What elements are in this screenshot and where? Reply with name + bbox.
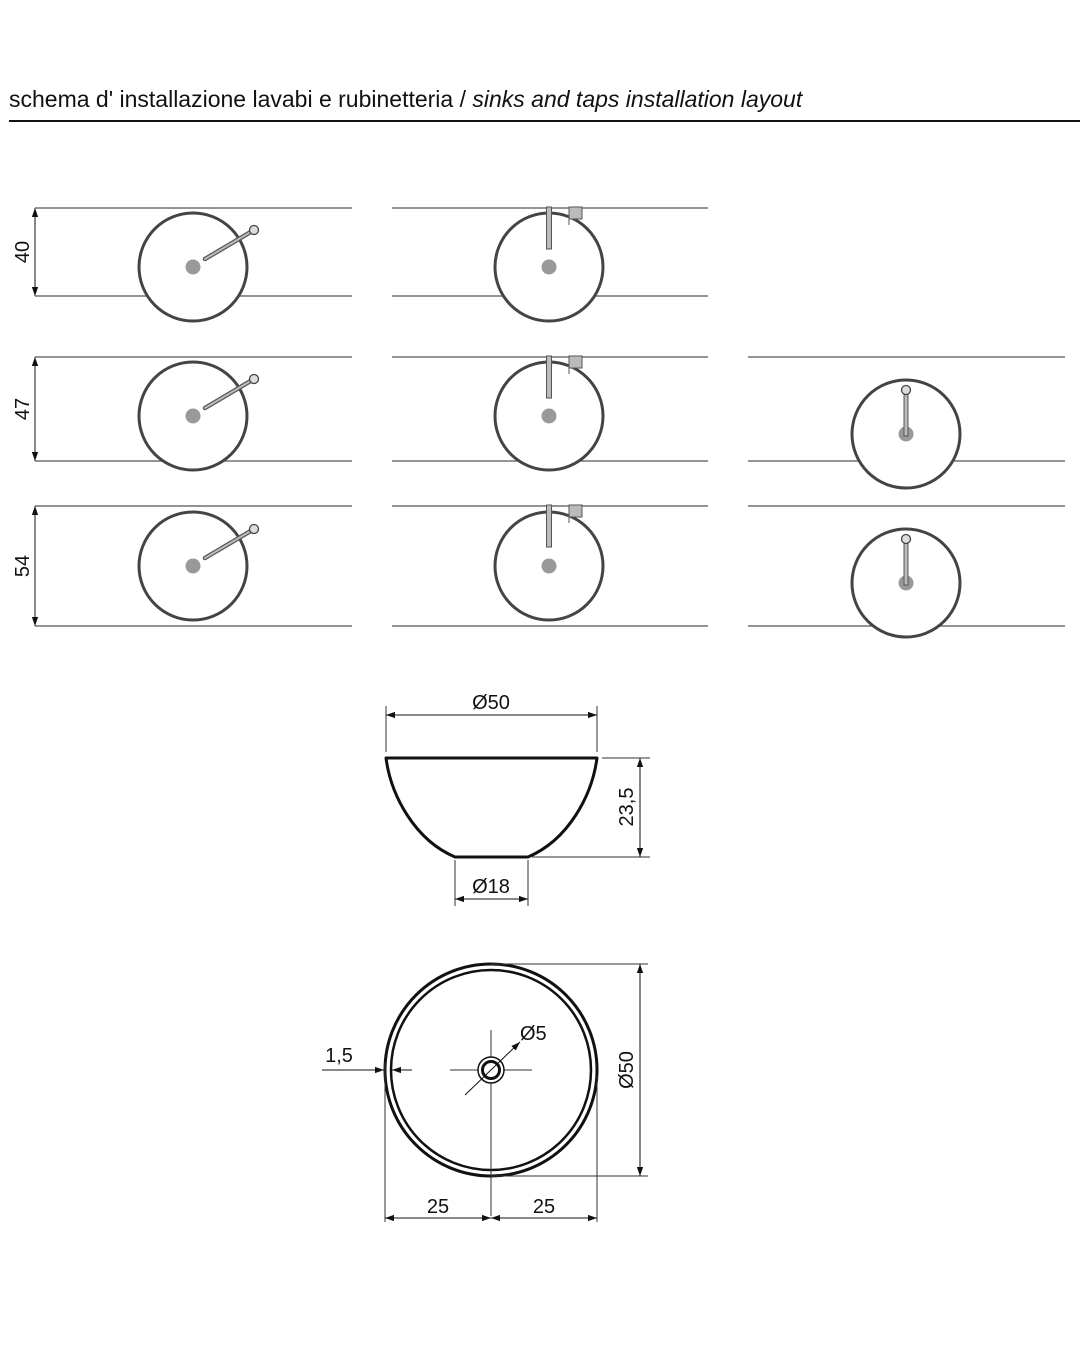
layout-cell-wall-tap (392, 206, 708, 323)
drain-dot (185, 558, 201, 574)
tap-body (248, 373, 260, 385)
sink-plan-view: Ø5 1,5 Ø50 25 25 (322, 962, 648, 1222)
row-height-label: 40 (12, 241, 34, 263)
drain-dot (185, 259, 201, 275)
sink-inner-edge (854, 382, 958, 486)
wall-mixer (568, 355, 583, 369)
half-width-right-label: 25 (533, 1196, 555, 1218)
drain-diameter-label: Ø5 (520, 1023, 547, 1045)
half-width-left-label: 25 (427, 1196, 449, 1218)
title-rule (9, 120, 1080, 122)
sink-inner-edge (854, 531, 958, 635)
title-italian: schema d' installazione lavabi e rubinet… (9, 86, 454, 112)
layout-cell-deck-tap (35, 356, 352, 472)
tap-spout (204, 229, 255, 260)
rear-spout (903, 538, 909, 586)
layout-cell-rear-tap (748, 356, 1065, 490)
row-height-label: 54 (12, 555, 34, 577)
tap-spout (204, 378, 255, 409)
sink-inner-edge (141, 215, 245, 319)
header: schema d' installazione lavabi e rubinet… (0, 0, 1080, 130)
rim-thickness-label: 1,5 (325, 1045, 353, 1067)
layout-cell-wall-tap (392, 504, 708, 627)
wall-spout (546, 206, 552, 250)
wall-spout (546, 355, 552, 399)
layout-cell-deck-tap (35, 207, 352, 323)
title-english: sinks and taps installation layout (472, 86, 803, 112)
drain-diameter-leader (464, 1041, 521, 1096)
sink-inner-edge (141, 514, 245, 618)
base-diameter-label: Ø18 (472, 876, 510, 898)
layout-row: 54 (12, 504, 1065, 639)
title-separator: / (453, 86, 473, 112)
tap-spout (204, 528, 255, 559)
top-diameter-label: Ø50 (472, 692, 510, 714)
wall-mixer (568, 206, 583, 220)
layout-cell-deck-tap (35, 505, 352, 627)
drain-dot (541, 408, 557, 424)
wall-spout (546, 504, 552, 548)
tap-body (248, 523, 260, 535)
drain-dot (185, 408, 201, 424)
installation-layout-grid: 40 47 54 (12, 206, 1065, 639)
layout-row: 47 (12, 355, 1065, 490)
drain-dot (541, 558, 557, 574)
page-title: schema d' installazione lavabi e rubinet… (9, 86, 802, 113)
sink-inner-edge (141, 364, 245, 468)
layout-row: 40 (12, 206, 708, 323)
rear-tap-body (900, 384, 912, 396)
height-label: 23,5 (616, 788, 638, 827)
drain-dot (541, 259, 557, 275)
sink-side-view: Ø50 23,5 Ø18 (384, 692, 650, 906)
wall-mixer (568, 504, 583, 518)
tap-body (248, 224, 260, 236)
row-height-label: 47 (12, 398, 34, 420)
outer-diameter-label: Ø50 (616, 1051, 638, 1089)
bowl-profile (384, 756, 599, 859)
rear-tap-body (900, 533, 912, 545)
layout-cell-rear-tap (748, 505, 1065, 639)
rear-spout (903, 389, 909, 437)
layout-cell-wall-tap (392, 355, 708, 472)
